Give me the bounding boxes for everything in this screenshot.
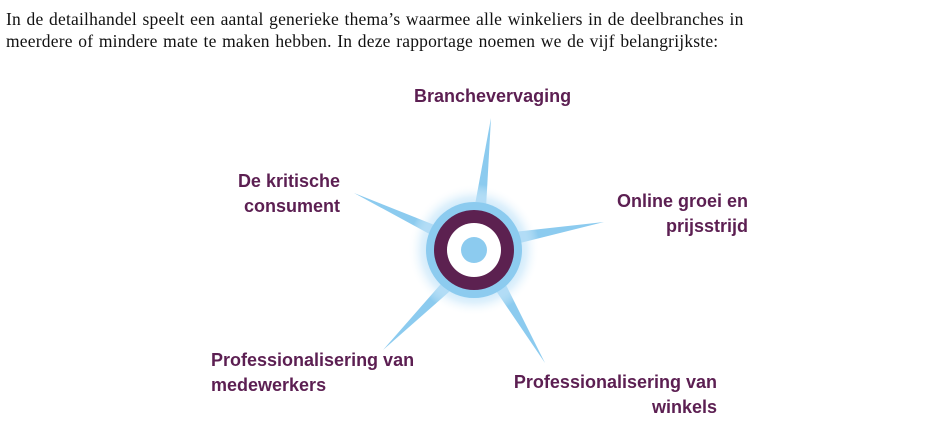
label-online-groei: Online groei en prijsstrijd [596, 189, 748, 239]
label-professionalisering-medewerkers: Professionalisering van medewerkers [211, 348, 414, 398]
label-branchevervaging-line1: Branchevervaging [414, 86, 572, 106]
label-kritische-consument-line2: consument [243, 196, 340, 216]
label-professionalisering-winkels: Professionalisering van winkels [485, 370, 717, 420]
label-professionalisering-medewerkers-line1: Professionalisering van [211, 350, 415, 370]
label-professionalisering-winkels-line1: Professionalisering van [513, 372, 717, 392]
intro-line-1: In de detailhandel speelt een aantal gen… [6, 9, 744, 29]
label-professionalisering-medewerkers-line2: medewerkers [211, 375, 327, 395]
label-branchevervaging: Branchevervaging [414, 84, 571, 109]
label-online-groei-line2: prijsstrijd [665, 216, 748, 236]
label-kritische-consument: De kritische consument [218, 169, 340, 219]
intro-line-2: meerdere of mindere mate te maken hebben… [6, 31, 719, 51]
label-professionalisering-winkels-line2: winkels [651, 397, 717, 417]
center-dot [461, 237, 487, 263]
intro-paragraph: In de detailhandel speelt een aantal gen… [6, 8, 921, 52]
label-kritische-consument-line1: De kritische [237, 171, 340, 191]
label-online-groei-line1: Online groei en [616, 191, 748, 211]
